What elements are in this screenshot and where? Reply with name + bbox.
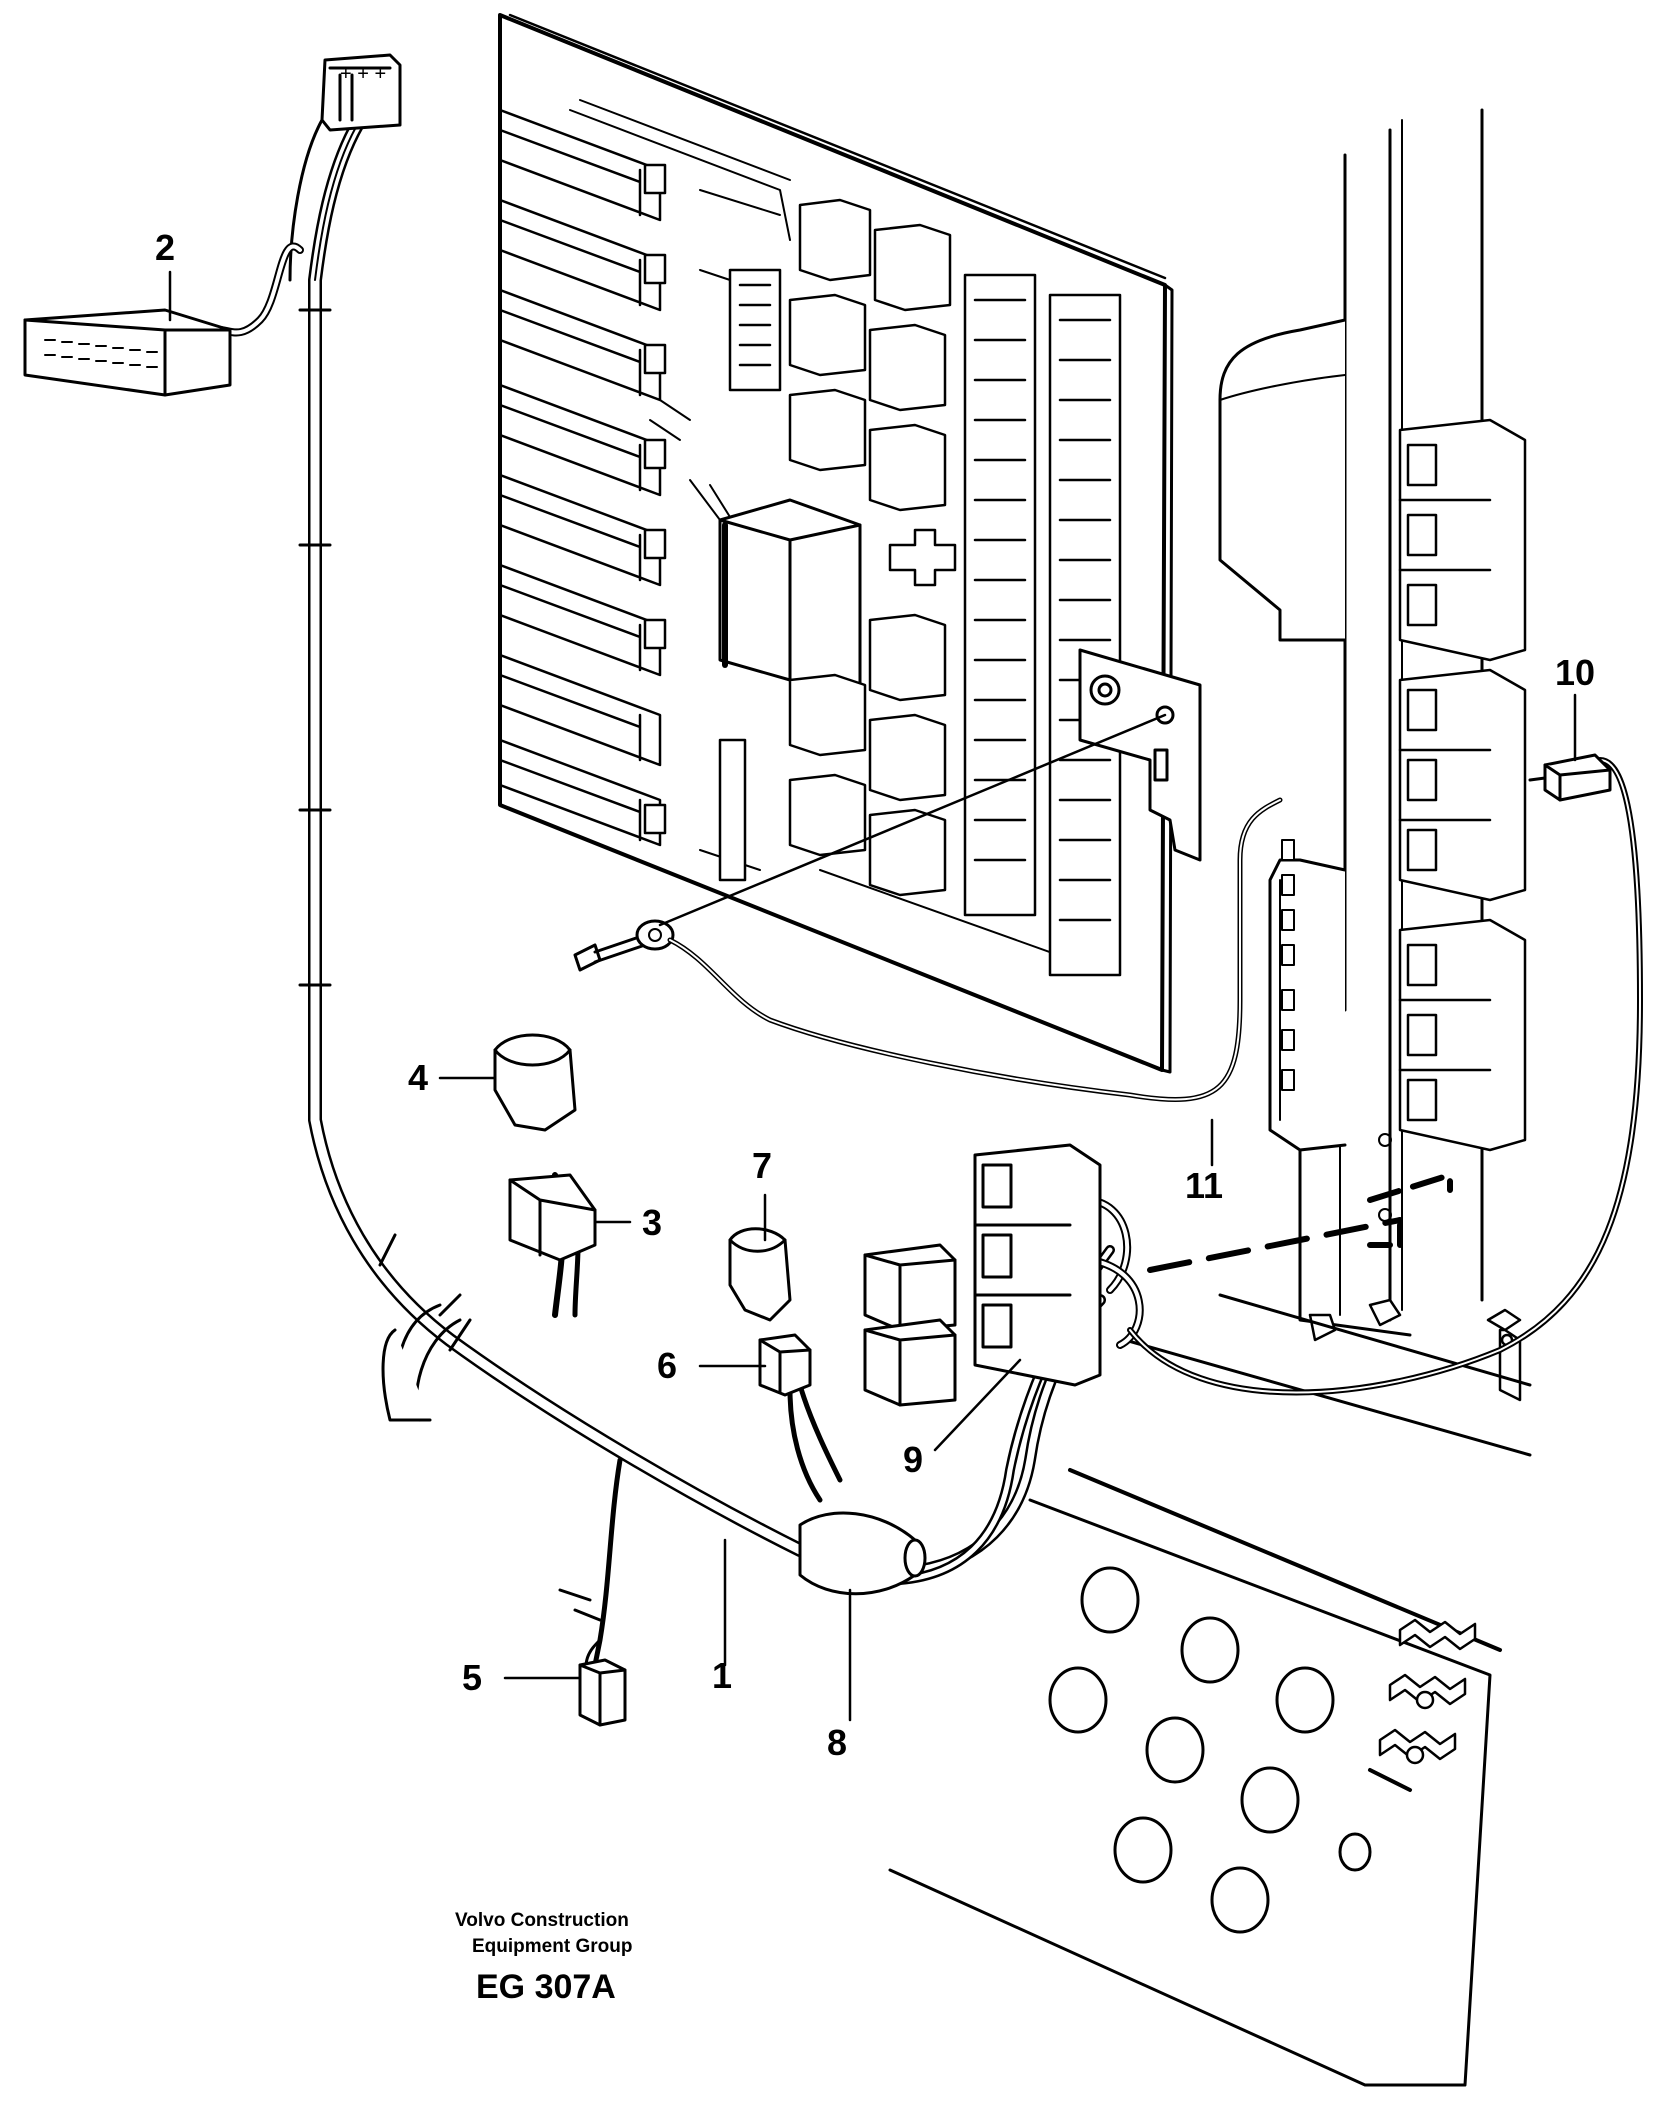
footer-company-line2: Equipment Group: [472, 1936, 633, 1957]
ic-socket: [730, 270, 780, 390]
ground-screw: [575, 715, 1165, 970]
panel-relay-sockets: [1400, 420, 1525, 1150]
footer-company-line1: Volvo Construction: [455, 1910, 629, 1931]
harness-main-wire: [220, 120, 800, 1550]
callout-4: 4: [408, 1057, 429, 1098]
fuse-blocks: [965, 275, 1120, 975]
callout-5: 5: [462, 1657, 483, 1698]
board-edge-connectors: [500, 110, 660, 845]
callout-6: 6: [657, 1345, 678, 1386]
callout-9: 9: [903, 1439, 924, 1480]
top-connector: + + +: [322, 55, 400, 130]
ground-wire-11: [670, 800, 1280, 1100]
callout-10: 10: [1555, 652, 1596, 693]
connector-4-cap: [495, 1035, 575, 1130]
callout-11: 11: [1185, 1165, 1224, 1206]
connector-2: [25, 310, 230, 395]
callout-7: 7: [752, 1145, 773, 1186]
relay-socket-9: [975, 1145, 1100, 1385]
connector-5: [580, 1660, 625, 1725]
callout-1: 1: [712, 1655, 733, 1696]
leader-lines: [170, 272, 1575, 1720]
side-panel: [1150, 110, 1525, 1400]
circuit-board: [500, 15, 1200, 1072]
footer-drawing-code: EG 307A: [476, 1968, 616, 2006]
connector-6: [760, 1335, 810, 1395]
sleeve-8: [800, 1513, 925, 1594]
callout-3: 3: [642, 1202, 663, 1243]
main-relay: [720, 500, 860, 690]
connector-10: [1530, 755, 1610, 800]
loose-relays: [865, 1245, 955, 1405]
dashboard-panel: [890, 1295, 1530, 2085]
connector-7-cap: [730, 1229, 790, 1320]
svg-text:+ + +: + + +: [340, 63, 386, 85]
board-relays: [790, 200, 950, 895]
connector-3: [510, 1175, 595, 1260]
ground-bracket: [1080, 650, 1200, 860]
dashboard-gauge-holes: [1050, 1568, 1370, 1932]
callout-8: 8: [827, 1722, 848, 1763]
callout-2: 2: [155, 227, 176, 268]
